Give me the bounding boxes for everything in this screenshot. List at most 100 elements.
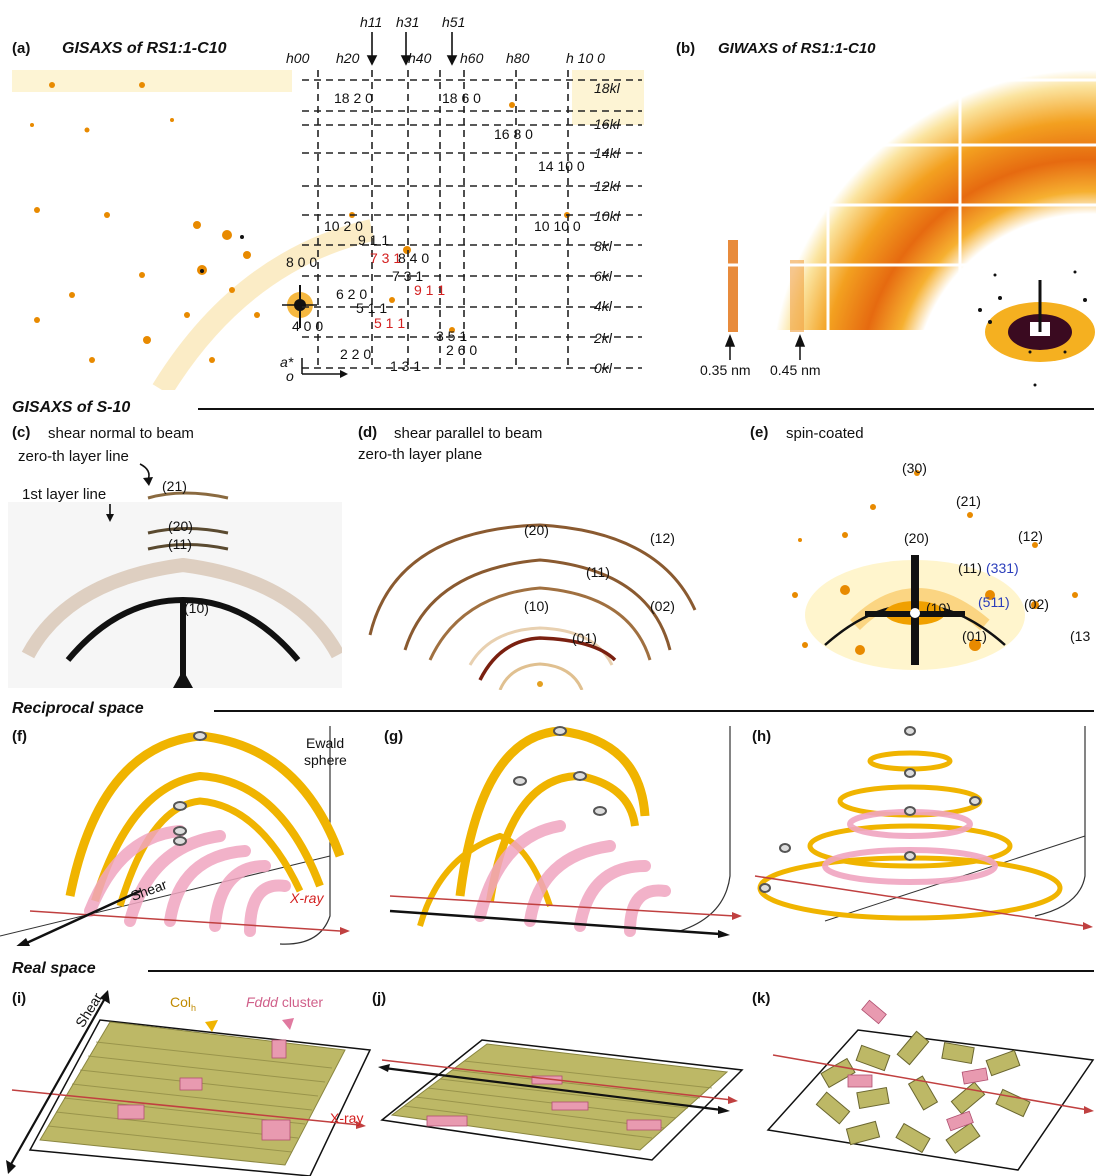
spot-label: 2 2 0: [340, 346, 372, 362]
annotation-zeroth-layer-plane: zero-th layer plane: [358, 446, 483, 463]
section-title-real: Real space: [12, 960, 96, 977]
row-label-8kl: 8kl: [594, 238, 612, 254]
peak-label-blue: (511): [978, 594, 1010, 610]
panel-b-letter: (b): [676, 40, 696, 57]
label-fddd: Fddd: [246, 994, 278, 1010]
arrow-label-h11: h11: [360, 14, 383, 30]
spot-label: 4 0 0: [292, 318, 324, 334]
panel-k-letter: (k): [752, 990, 771, 1007]
label-colh-main: Col: [170, 994, 192, 1010]
peak-label: (21): [162, 478, 187, 494]
panel-b-giwaxs-image: [690, 60, 1096, 392]
col-label-h00: h00: [286, 50, 310, 66]
section-title-reciprocal: Reciprocal space: [12, 700, 144, 717]
peak-label: (13: [1070, 628, 1091, 644]
label-sphere: sphere: [304, 752, 347, 768]
giwaxs-marker-045: 0.45 nm: [770, 362, 821, 378]
panel-j-diagram: [378, 1039, 744, 1161]
row-label-0kl: 0kl: [594, 360, 612, 376]
peak-label: (02): [650, 598, 675, 614]
spot-label: 6 2 0: [336, 286, 368, 302]
col-label-h100: h 10 0: [566, 50, 605, 66]
peak-label: (30): [902, 460, 927, 476]
row-label-14kl: 14kl: [594, 145, 620, 161]
row-label-18kl: 18kl: [594, 80, 620, 96]
label-colh: Colh: [170, 994, 196, 1013]
col-label-h20: h20: [336, 50, 360, 66]
panel-f-letter: (f): [12, 728, 27, 745]
panel-f-diagram: [0, 726, 350, 946]
spot-label-red: 7 3 1: [370, 250, 402, 266]
section-title-gisaxs: GISAXS of S-10: [12, 399, 131, 416]
peak-label: (12): [1018, 528, 1043, 544]
panel-c-letter: (c): [12, 424, 31, 441]
peak-label: (20): [524, 522, 549, 538]
label-colh-sub: h: [191, 1002, 197, 1013]
panel-a-letter: (a): [12, 40, 31, 57]
spot-label: 10 2 0: [324, 218, 363, 234]
panel-h-diagram: [754, 726, 1093, 930]
peak-label: (20): [168, 518, 193, 534]
panel-e-title: spin-coated: [786, 425, 864, 442]
spot-label: 8 0 0: [286, 254, 318, 270]
peak-label: (21): [956, 493, 981, 509]
axis-label-a-star: a*: [280, 354, 294, 370]
row-label-2kl: 2kl: [594, 330, 612, 346]
arrow-down-icon: [366, 32, 458, 66]
spot-label: 16 8 0: [494, 126, 533, 142]
panel-j-letter: (j): [372, 990, 387, 1007]
peak-label: (11): [958, 560, 982, 576]
panel-h-letter: (h): [752, 728, 772, 745]
giwaxs-marker-035: 0.35 nm: [700, 362, 751, 378]
panel-c-image: [8, 440, 342, 688]
panel-a-title: GISAXS of RS1:1-C10: [62, 40, 227, 57]
label-cluster: cluster: [281, 994, 324, 1010]
peak-label: (11): [168, 536, 192, 552]
peak-label: (10): [524, 598, 549, 614]
spot-label: 2 6 0: [446, 342, 478, 358]
row-label-16kl: 16kl: [594, 116, 620, 132]
arrow-icon: [106, 463, 153, 522]
panel-e-image: [745, 445, 1097, 685]
peak-label: (12): [650, 530, 675, 546]
peak-label: (10): [184, 600, 209, 616]
peak-label: (01): [962, 628, 987, 644]
label-ewald: Ewald: [306, 735, 345, 751]
col-label-h40: h40: [408, 50, 432, 66]
panel-i-letter: (i): [12, 990, 27, 1007]
peak-label-blue: (331): [986, 560, 1019, 576]
peak-label: (10): [926, 600, 951, 616]
peak-label: (20): [904, 530, 929, 546]
col-label-h60: h60: [460, 50, 484, 66]
spot-label: 9 1 1: [358, 232, 390, 248]
section-divider: [214, 710, 1094, 712]
peak-label: (02): [1024, 596, 1049, 612]
panel-d-image: [350, 470, 700, 690]
panel-e-letter: (e): [750, 424, 769, 441]
spot-label-red: 9 1 1: [414, 282, 446, 298]
peak-label: (01): [572, 630, 597, 646]
panel-g-diagram: [389, 726, 742, 938]
annotation-zeroth-layer-line: zero-th layer line: [18, 448, 129, 465]
panel-d-title: shear parallel to beam: [394, 425, 543, 442]
label-xray: X-ray: [290, 890, 324, 906]
section-divider: [198, 408, 1094, 410]
annotation-first-layer-line: 1st layer line: [22, 486, 107, 503]
section-divider: [148, 970, 1094, 972]
panel-g-letter: (g): [384, 728, 404, 745]
panel-b-title: GIWAXS of RS1:1-C10: [718, 40, 876, 57]
spot-label-red: 5 1 1: [374, 315, 406, 331]
label-xray: X-ray: [330, 1110, 364, 1126]
arrow-label-h51: h51: [442, 14, 466, 30]
spot-label: 8 4 0: [398, 250, 430, 266]
row-label-4kl: 4kl: [594, 298, 612, 314]
spot-label: 5 1 1: [356, 300, 388, 316]
spot-label: 3 5 1: [436, 328, 468, 344]
spot-label: 1 3 1: [390, 358, 422, 374]
row-label-12kl: 12kl: [594, 178, 620, 194]
spot-label: 18 6 0: [442, 90, 481, 106]
spot-label: 18 2 0: [334, 90, 373, 106]
label-fddd-cluster: Fddd cluster: [246, 994, 323, 1010]
panel-d-letter: (d): [358, 424, 378, 441]
spot-label: 7 3 1: [392, 268, 424, 284]
